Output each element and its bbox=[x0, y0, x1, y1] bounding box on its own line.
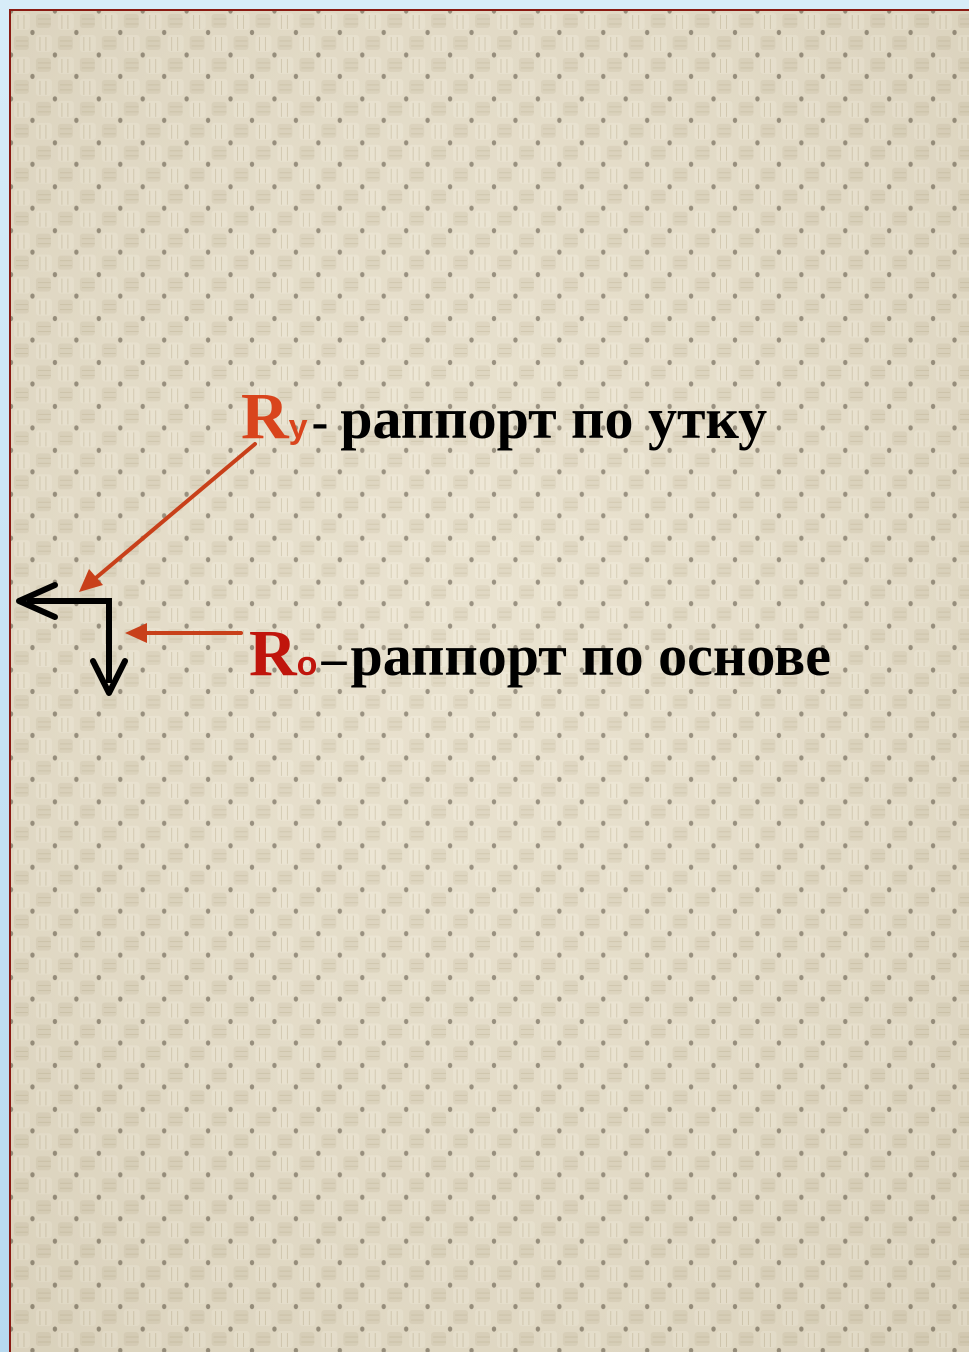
ry-symbol: R bbox=[241, 380, 289, 453]
ry-dash: - bbox=[311, 393, 329, 449]
ro-description: раппорт по основе bbox=[350, 623, 831, 688]
weft-repeat-label: Rу - раппорт по утку bbox=[241, 384, 767, 450]
ro-subscript: о bbox=[296, 645, 318, 683]
ry-subscript: у bbox=[288, 408, 308, 446]
slide: Rу - раппорт по утку Rо – раппорт по осн… bbox=[9, 9, 969, 1352]
fabric-texture bbox=[11, 11, 969, 1352]
ro-symbol: R bbox=[249, 617, 297, 690]
ry-description: раппорт по утку bbox=[340, 386, 768, 451]
ro-dash: – bbox=[321, 630, 347, 686]
warp-repeat-label: Rо – раппорт по основе bbox=[249, 621, 831, 687]
